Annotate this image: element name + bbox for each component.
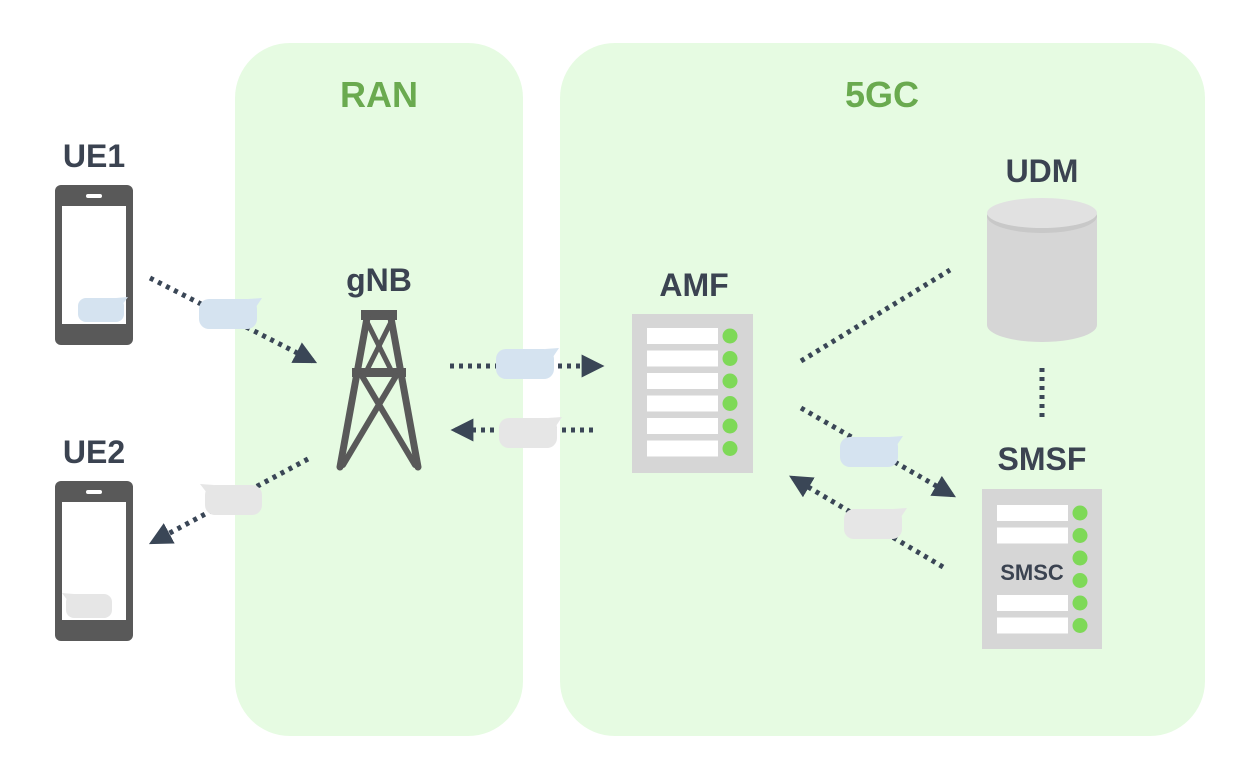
udm-database-icon [987,198,1097,342]
smsf-label: SMSF [998,441,1087,477]
amf-drive-bay [647,395,718,412]
amf-drive-bay [647,328,718,344]
gnb-to-ue2-arrow [148,456,310,545]
downlink-message-bubble-icon [200,484,262,515]
amf-drive-bay [647,440,718,457]
ue1-smartphone-icon [55,185,133,345]
smsf-drive-bay [997,617,1068,634]
gnb-amf-uplink-message-bubble-icon [496,348,559,379]
amf-udm-link [799,267,952,364]
udm-label: UDM [1006,153,1079,189]
smsf-amf-downlink-message-bubble-icon [844,508,907,539]
amf-gnb-downlink-message-bubble-icon [499,417,562,448]
amf-drive-bay [647,418,718,434]
amf-status-led-icon [722,418,738,434]
gnb-label: gNB [346,262,412,298]
amf-to-smsf-arrow [799,405,956,498]
uplink-message-bubble-icon [199,298,262,329]
ran-region [235,43,523,736]
smsf-status-led-icon [1072,573,1088,588]
smsf-status-led-icon [1072,595,1088,611]
ue1-message-bubble-icon [78,297,128,322]
ue2-label: UE2 [63,434,125,470]
amf-status-led-icon [722,441,738,456]
smsf-drive-bay [997,527,1068,544]
ue2-message-bubble-icon [62,593,112,618]
core-region-label: 5GC [845,74,919,115]
smsf-status-led-icon [1072,505,1088,521]
gnb-cell-tower-icon [336,310,422,471]
smsc-label: SMSC [1000,560,1064,585]
smsf-server-rack-icon: SMSC [982,489,1102,649]
smsf-status-led-icon [1072,528,1088,543]
amf-status-led-icon [722,373,738,389]
smsf-drive-bay [997,595,1068,611]
smsf-to-amf-arrow [789,475,945,570]
amf-drive-bay [647,373,718,389]
ue2-smartphone-icon [55,481,133,641]
amf-status-led-icon [722,351,738,366]
amf-smsf-uplink-message-bubble-icon [840,436,903,467]
smsf-status-led-icon [1072,618,1088,633]
smsf-drive-bay [997,505,1068,521]
amf-label: AMF [659,267,728,303]
amf-server-rack-icon [632,314,753,473]
amf-status-led-icon [722,328,738,344]
amf-drive-bay [647,350,718,367]
ran-region-label: RAN [340,74,418,115]
smsc-panel [997,547,1068,593]
ue1-label: UE1 [63,138,125,174]
smsf-status-led-icon [1072,550,1088,566]
amf-status-led-icon [722,396,738,411]
